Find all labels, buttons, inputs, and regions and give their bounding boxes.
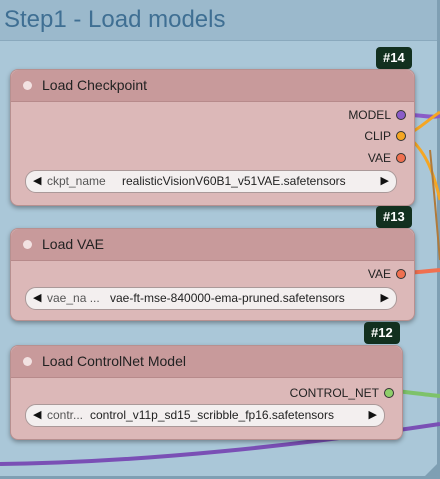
output-model[interactable]: MODEL	[348, 108, 406, 122]
output-label: CLIP	[364, 129, 391, 143]
output-socket-icon[interactable]	[396, 269, 406, 279]
node-title: Load ControlNet Model	[42, 353, 186, 369]
collapse-dot-icon[interactable]	[23, 357, 32, 366]
widget-name: ckpt_name	[47, 174, 106, 188]
output-socket-icon[interactable]	[396, 131, 406, 141]
node-load-checkpoint[interactable]: Load Checkpoint MODEL CLIP VAE ◀ ckpt_na…	[10, 69, 415, 206]
output-socket-icon[interactable]	[384, 388, 394, 398]
output-label: VAE	[367, 151, 391, 165]
widget-name: vae_na ...	[47, 291, 100, 305]
collapse-dot-icon[interactable]	[23, 81, 32, 90]
node-title-bar[interactable]: Load ControlNet Model	[11, 346, 402, 378]
vae-name-combo[interactable]: ◀ vae_na ... vae-ft-mse-840000-ema-prune…	[25, 287, 397, 310]
combo-prev-arrow-icon[interactable]: ◀	[33, 292, 42, 304]
output-control-net[interactable]: CONTROL_NET	[290, 386, 394, 400]
node-title: Load Checkpoint	[42, 77, 148, 93]
combo-prev-arrow-icon[interactable]: ◀	[33, 175, 42, 187]
node-12-badge: #12	[364, 322, 400, 344]
node-load-controlnet[interactable]: Load ControlNet Model CONTROL_NET ◀ cont…	[10, 345, 403, 440]
output-label: CONTROL_NET	[289, 386, 379, 400]
node-load-vae[interactable]: Load VAE VAE ◀ vae_na ... vae-ft-mse-840…	[10, 228, 415, 321]
output-label: VAE	[367, 267, 391, 281]
output-vae[interactable]: VAE	[368, 151, 406, 165]
node-14-badge: #14	[376, 47, 412, 69]
output-socket-icon[interactable]	[396, 153, 406, 163]
widget-name: contr...	[47, 408, 84, 422]
combo-prev-arrow-icon[interactable]: ◀	[33, 409, 42, 421]
widget-value: control_v11p_sd15_scribble_fp16.safetens…	[90, 408, 334, 422]
node-title: Load VAE	[42, 236, 105, 252]
combo-next-arrow-icon[interactable]: ▶	[380, 292, 389, 304]
control-net-name-combo[interactable]: ◀ contr... control_v11p_sd15_scribble_fp…	[25, 404, 385, 427]
ckpt-name-combo[interactable]: ◀ ckpt_name realisticVisionV60B1_v51VAE.…	[25, 170, 397, 193]
widget-value: vae-ft-mse-840000-ema-pruned.safetensors	[110, 291, 345, 305]
collapse-dot-icon[interactable]	[23, 240, 32, 249]
combo-next-arrow-icon[interactable]: ▶	[380, 175, 389, 187]
group-resize-handle[interactable]	[424, 463, 438, 477]
group-title: Step1 - Load models	[4, 6, 226, 33]
output-vae[interactable]: VAE	[368, 267, 406, 281]
output-label: MODEL	[348, 108, 391, 122]
output-clip[interactable]: CLIP	[364, 129, 406, 143]
node-13-badge: #13	[376, 206, 412, 228]
node-title-bar[interactable]: Load VAE	[11, 229, 414, 261]
group-border-bottom	[0, 476, 440, 479]
group-header[interactable]: Step1 - Load models	[0, 0, 440, 41]
output-socket-icon[interactable]	[396, 110, 406, 120]
widget-value: realisticVisionV60B1_v51VAE.safetensors	[122, 174, 346, 188]
combo-next-arrow-icon[interactable]: ▶	[368, 409, 377, 421]
node-title-bar[interactable]: Load Checkpoint	[11, 70, 414, 102]
